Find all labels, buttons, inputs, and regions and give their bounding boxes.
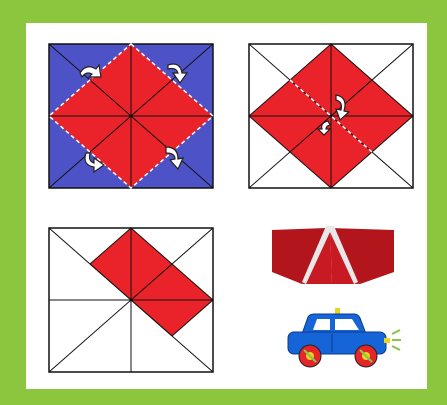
- car-icon: [288, 308, 401, 367]
- crease-lines: [49, 44, 213, 188]
- step-3-diagram: [48, 227, 214, 373]
- step-2-panel: [248, 43, 414, 189]
- step-2-diagram: [248, 43, 414, 189]
- step-1-panel: [48, 43, 214, 189]
- step-1-diagram: [48, 43, 214, 189]
- crease-lines: [49, 228, 213, 372]
- step-3-panel: [48, 227, 214, 373]
- crease-lines: [249, 44, 413, 188]
- folded-result-shape: [272, 226, 394, 284]
- step-4-panel: [268, 222, 408, 382]
- finished-model: [268, 222, 408, 382]
